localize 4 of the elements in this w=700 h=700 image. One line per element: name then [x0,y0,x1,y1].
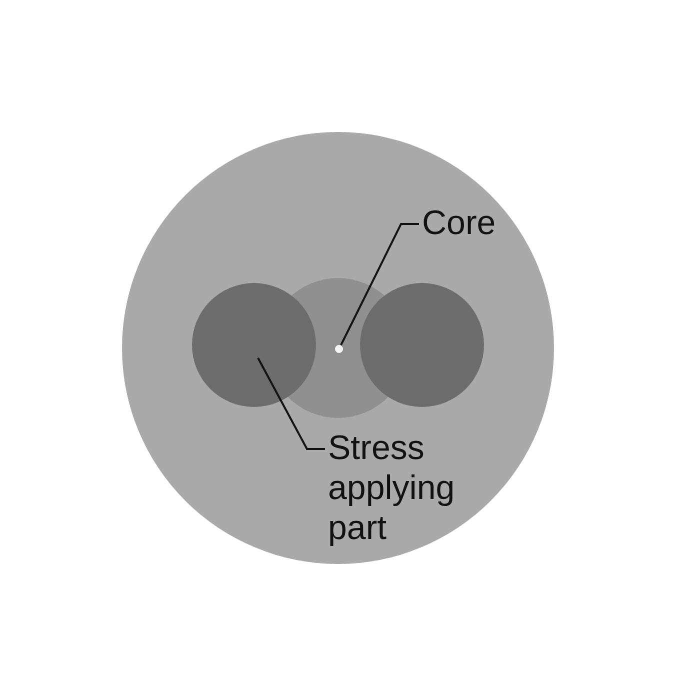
leader-line [257,358,325,450]
callout-label: Core [422,203,522,243]
callout-label: Stress applying part [328,428,488,548]
leader-line [340,223,419,346]
